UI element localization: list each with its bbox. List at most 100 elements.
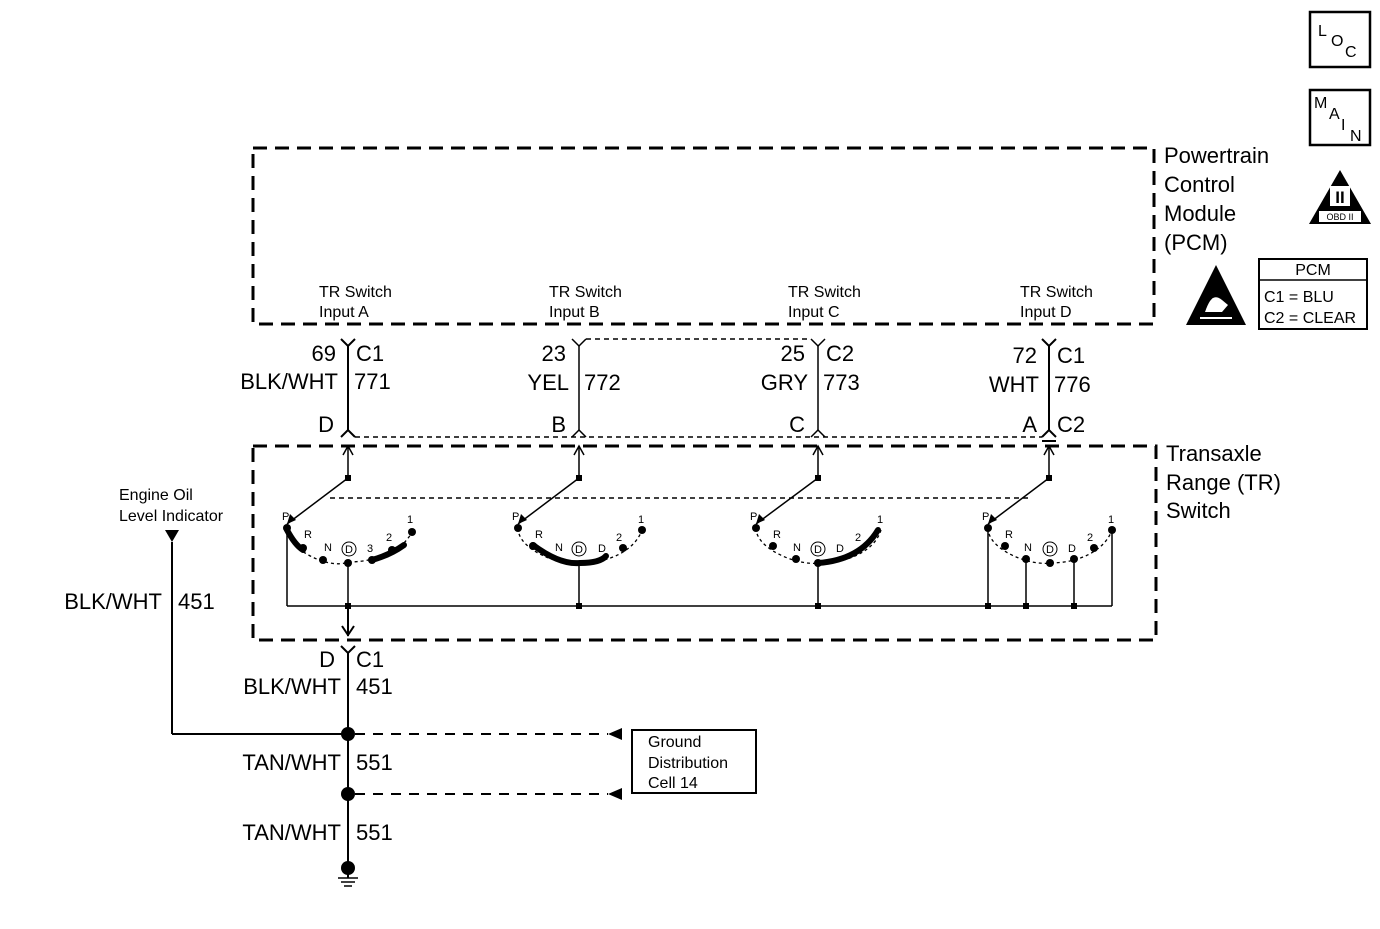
- pcm-label-line-4: (PCM): [1164, 230, 1228, 255]
- circuit-773-color: GRY: [761, 370, 809, 395]
- ground-segment-1-color: TAN/WHT: [242, 750, 341, 775]
- pos-a-n: N: [324, 542, 332, 554]
- pcm-table-row-c1: C1 = BLU: [1264, 289, 1334, 306]
- ground-arrow-2-icon: [608, 788, 622, 800]
- circuit-771-tr-pin: D: [318, 412, 334, 437]
- contact-arc-b-reverse-drive: [530, 542, 609, 567]
- pos-c-d1: D: [814, 544, 822, 556]
- pos-c-r: R: [773, 529, 781, 541]
- tr-switch-section-b: P R N D D 2 1: [512, 444, 646, 609]
- obd-ii-badge-icon[interactable]: II OBD II: [1309, 170, 1371, 224]
- circuit-776-pin: 72: [1013, 343, 1037, 368]
- pcm-connector-table: PCM C1 = BLU C2 = CLEAR: [1258, 258, 1368, 330]
- main-badge[interactable]: M A I N: [1308, 88, 1372, 147]
- pos-c-d2: D: [836, 543, 844, 555]
- pos-a-1: 1: [407, 514, 413, 526]
- esd-warning-icon: [1186, 265, 1246, 325]
- circuit-772-labels: 23 YEL 772 B: [527, 341, 620, 437]
- pos-a-2: 2: [386, 532, 392, 544]
- pos-d-n: N: [1024, 542, 1032, 554]
- pos-b-r: R: [535, 529, 543, 541]
- pcm-input-c-label: TR Switch Input C: [788, 284, 861, 321]
- tr-connector-symbols: [340, 428, 1057, 442]
- circuit-772-tr-pin: B: [551, 412, 566, 437]
- contact-arc-c-drive: [815, 527, 881, 566]
- pcm-input-b-label: TR Switch Input B: [549, 284, 622, 321]
- tr-switch-box: [251, 444, 1158, 642]
- svg-text:TR Switch: TR Switch: [319, 284, 392, 301]
- circuit-776-color: WHT: [989, 372, 1039, 397]
- circuit-771-color: BLK/WHT: [240, 369, 338, 394]
- pcm-input-a-label: TR Switch Input A: [319, 284, 392, 321]
- circuit-776-number: 776: [1054, 372, 1091, 397]
- main-letter-m: M: [1314, 95, 1327, 112]
- pos-d-2: 2: [1087, 532, 1093, 544]
- ground-distribution-reference[interactable]: Ground Distribution Cell 14: [631, 729, 757, 794]
- svg-text:TR Switch: TR Switch: [788, 284, 861, 301]
- splice-1: [341, 727, 355, 741]
- circuit-772-pin: 23: [542, 341, 566, 366]
- ground-splices: TAN/WHT 551 TAN/WHT 551: [242, 727, 622, 875]
- pos-d-d2: D: [1068, 543, 1076, 555]
- svg-text:Input D: Input D: [1020, 304, 1072, 321]
- pcm-box: [251, 146, 1156, 326]
- engine-oil-wire-color: BLK/WHT: [64, 589, 162, 614]
- ground-symbol-icon: [338, 868, 358, 887]
- pos-c-n: N: [793, 542, 801, 554]
- ground-segment-2-color: TAN/WHT: [242, 820, 341, 845]
- pos-b-2: 2: [616, 532, 622, 544]
- pos-a-3: 3: [367, 543, 373, 555]
- ground-dist-line-1: Ground: [648, 734, 701, 751]
- circuit-773-number: 773: [823, 370, 860, 395]
- pos-d-d1: D: [1046, 544, 1054, 556]
- pcm-label-line-1: Powertrain: [1164, 143, 1269, 168]
- tr-switch-section-a: P R N D 3 2 1: [282, 444, 416, 609]
- pos-b-d2: D: [598, 543, 606, 555]
- pcm-label: Powertrain Control Module (PCM): [1164, 143, 1269, 255]
- circuit-773-connector: C2: [826, 341, 854, 366]
- circuit-773-pin: 25: [781, 341, 805, 366]
- svg-text:Input C: Input C: [788, 304, 840, 321]
- pos-b-n: N: [555, 542, 563, 554]
- circuit-776-tr-connector: C2: [1057, 412, 1085, 437]
- tr-switch-label: Transaxle Range (TR) Switch: [1166, 441, 1281, 523]
- svg-text:Input A: Input A: [319, 304, 369, 321]
- circuit-771-labels: 69 C1 BLK/WHT 771 D: [240, 341, 391, 437]
- pos-c-2: 2: [855, 532, 861, 544]
- tr-label-line-1: Transaxle: [1166, 441, 1262, 466]
- pcm-label-line-3: Module: [1164, 201, 1236, 226]
- pos-a-p: P: [282, 511, 289, 523]
- pos-d-r: R: [1005, 529, 1013, 541]
- circuit-772-number: 772: [584, 370, 621, 395]
- loc-badge[interactable]: L O C: [1308, 10, 1372, 69]
- ground-segment-2-number: 551: [356, 820, 393, 845]
- loc-letter-l: L: [1318, 23, 1327, 40]
- obd-label: OBD II: [1326, 212, 1353, 222]
- svg-text:Input B: Input B: [549, 304, 600, 321]
- tr-label-line-3: Switch: [1166, 498, 1231, 523]
- contact-arc-a-drive: [369, 542, 407, 563]
- main-letter-i: I: [1341, 117, 1345, 134]
- pos-b-d1: D: [575, 544, 583, 556]
- circuit-772-color: YEL: [527, 370, 569, 395]
- ground-wire-color: BLK/WHT: [243, 674, 341, 699]
- circuit-773-tr-pin: C: [789, 412, 805, 437]
- pos-b-p: P: [512, 511, 519, 523]
- ground-pin: D: [319, 647, 335, 672]
- circuit-773-labels: 25 C2 GRY 773 C: [761, 341, 860, 437]
- ground-wire-number: 451: [356, 674, 393, 699]
- engine-oil-line-2: Level Indicator: [119, 508, 224, 525]
- ground-dist-line-2: Distribution: [648, 755, 728, 772]
- pos-a-r: R: [304, 529, 312, 541]
- engine-oil-level-indicator: Engine Oil Level Indicator BLK/WHT 451: [64, 487, 348, 735]
- pcm-connector-symbols: [340, 338, 1057, 348]
- ground-connector: C1: [356, 647, 384, 672]
- circuit-771-connector: C1: [356, 341, 384, 366]
- circuit-776-connector: C1: [1057, 343, 1085, 368]
- splice-2: [341, 787, 355, 801]
- main-letter-n: N: [1350, 128, 1362, 145]
- circuit-771-pin: 69: [312, 341, 336, 366]
- pcm-label-line-2: Control: [1164, 172, 1235, 197]
- loc-letter-c: C: [1345, 44, 1357, 61]
